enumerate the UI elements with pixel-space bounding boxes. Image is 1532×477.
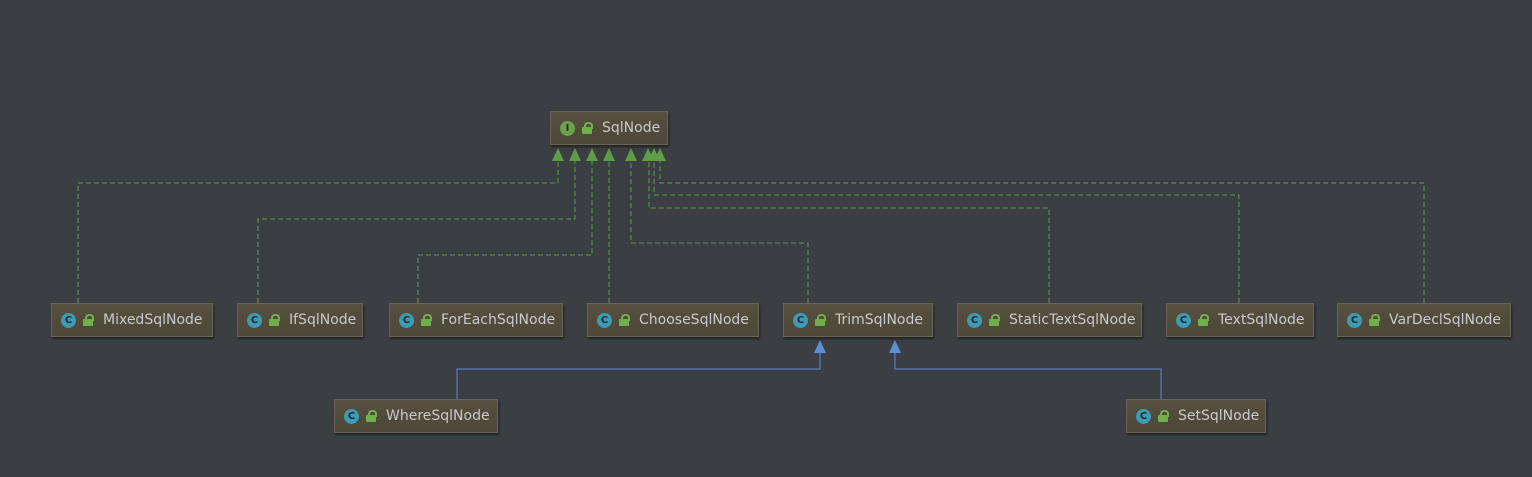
node-label: TrimSqlNode xyxy=(835,312,923,328)
public-access-icon xyxy=(83,314,94,326)
class-icon: C xyxy=(399,312,414,328)
node-trimsqlnode[interactable]: C TrimSqlNode xyxy=(783,303,933,337)
public-access-icon xyxy=(619,314,630,326)
arrowhead-5 xyxy=(625,148,637,161)
node-textsqlnode[interactable]: C TextSqlNode xyxy=(1166,303,1314,337)
public-access-icon xyxy=(815,314,826,326)
public-access-icon xyxy=(366,410,377,422)
arrowhead-2 xyxy=(569,148,581,161)
node-label: VarDeclSqlNode xyxy=(1389,312,1502,328)
node-label: SqlNode xyxy=(602,120,661,136)
public-access-icon xyxy=(1158,410,1169,422)
edge-vardeclsqlnode-to-sqlnode xyxy=(659,160,1425,303)
node-label: StaticTextSqlNode xyxy=(1009,312,1136,328)
class-icon: C xyxy=(247,312,262,328)
node-sqlnode[interactable]: I SqlNode xyxy=(550,111,668,145)
edge-trimsqlnode-to-sqlnode xyxy=(630,160,809,303)
edge-mixedsqlnode-to-sqlnode xyxy=(77,160,559,303)
arrowhead-where xyxy=(814,340,826,353)
class-icon: C xyxy=(1176,312,1191,328)
node-ifsqlnode[interactable]: C IfSqlNode xyxy=(237,303,363,337)
class-icon: C xyxy=(344,408,359,424)
node-setsqlnode[interactable]: C SetSqlNode xyxy=(1126,399,1266,433)
public-access-icon xyxy=(269,314,280,326)
public-access-icon xyxy=(421,314,432,326)
class-icon: C xyxy=(967,312,982,328)
interface-icon: I xyxy=(560,120,575,136)
public-access-icon xyxy=(582,122,593,134)
public-access-icon xyxy=(1369,314,1380,326)
edge-foreachsqlnode-to-sqlnode xyxy=(417,160,593,303)
class-icon: C xyxy=(597,312,612,328)
public-access-icon xyxy=(1198,314,1209,326)
node-label: MixedSqlNode xyxy=(103,312,203,328)
arrowhead-1 xyxy=(552,148,564,161)
class-icon: C xyxy=(793,312,808,328)
node-label: WhereSqlNode xyxy=(386,408,490,424)
node-mixedsqlnode[interactable]: C MixedSqlNode xyxy=(51,303,213,337)
arrowhead-4 xyxy=(603,148,615,161)
edge-ifsqlnode-to-sqlnode xyxy=(257,160,576,303)
arrowhead-set xyxy=(889,340,901,353)
edge-wheresqlnode-to-trimsqlnode xyxy=(456,352,821,399)
node-statictextsqlnode[interactable]: C StaticTextSqlNode xyxy=(957,303,1142,337)
arrowhead-8 xyxy=(654,148,666,161)
node-label: IfSqlNode xyxy=(289,312,357,328)
node-vardeclsqlnode[interactable]: C VarDeclSqlNode xyxy=(1337,303,1511,337)
node-wheresqlnode[interactable]: C WhereSqlNode xyxy=(334,399,498,433)
edge-setsqlnode-to-trimsqlnode xyxy=(894,352,1162,399)
node-choosesqlnode[interactable]: C ChooseSqlNode xyxy=(587,303,759,337)
node-foreachsqlnode[interactable]: C ForEachSqlNode xyxy=(389,303,563,337)
node-label: SetSqlNode xyxy=(1178,408,1260,424)
class-icon: C xyxy=(1136,408,1151,424)
public-access-icon xyxy=(989,314,1000,326)
node-label: TextSqlNode xyxy=(1218,312,1305,328)
edge-statictextsqlnode-to-sqlnode xyxy=(648,160,1050,303)
edge-textsqlnode-to-sqlnode xyxy=(653,160,1240,303)
node-label: ChooseSqlNode xyxy=(639,312,749,328)
class-icon: C xyxy=(61,312,76,328)
arrowhead-3 xyxy=(586,148,598,161)
class-icon: C xyxy=(1347,312,1362,328)
node-label: ForEachSqlNode xyxy=(441,312,556,328)
